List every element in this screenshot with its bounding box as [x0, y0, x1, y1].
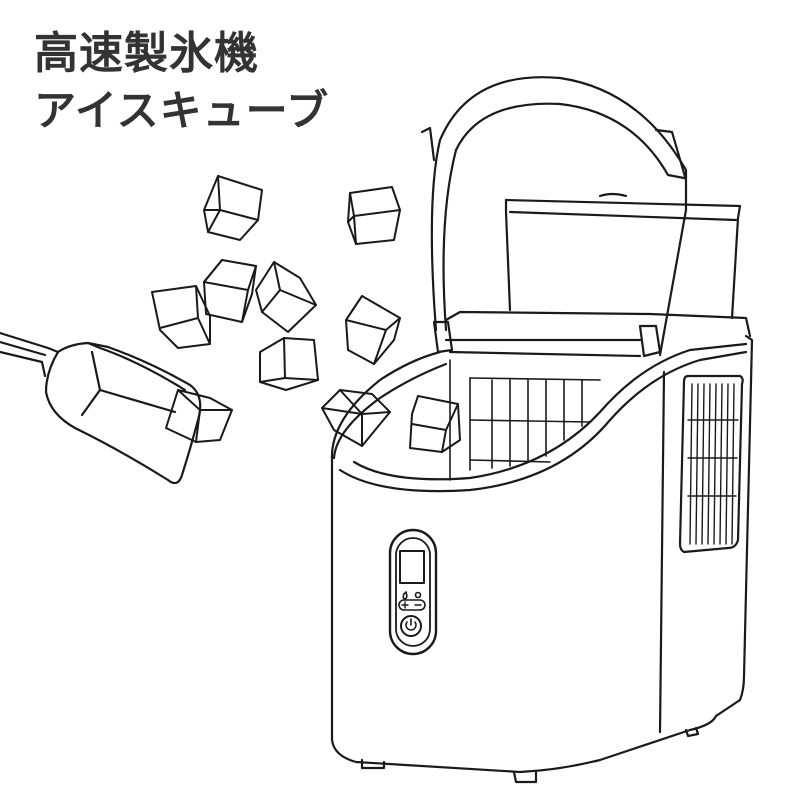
ice-cubes: [152, 176, 460, 452]
ice-maker-body: [332, 77, 752, 782]
size-selector-button: [399, 600, 425, 610]
title-product-type: 高速製氷機: [34, 28, 259, 79]
ice-cube: [256, 262, 316, 332]
power-icon: [406, 619, 416, 630]
control-panel: [390, 530, 436, 654]
display-screen: [400, 551, 424, 583]
ice-scoop: [0, 333, 200, 483]
plus-icon: [402, 602, 408, 608]
vent-grille: [680, 376, 743, 552]
ice-cube: [260, 338, 318, 390]
power-button: [401, 616, 421, 636]
ice-cube: [346, 296, 400, 364]
ice-cube: [204, 260, 256, 322]
ice-cube: [348, 187, 400, 244]
ice-size-icon: [416, 593, 421, 598]
ice-cube: [166, 390, 232, 442]
ice-cube: [204, 176, 262, 240]
body-shell: [332, 336, 752, 772]
heading: 高速製氷機 アイスキューブ: [34, 28, 329, 132]
title-subtitle: アイスキューブ: [34, 86, 330, 135]
ice-basket: [506, 200, 740, 318]
ice-cube: [152, 286, 210, 348]
ice-cube: [322, 390, 390, 446]
lid: [432, 77, 686, 355]
ice-grid: [450, 360, 600, 480]
ice-cube: [410, 396, 460, 452]
water-drop-icon: [403, 592, 407, 599]
